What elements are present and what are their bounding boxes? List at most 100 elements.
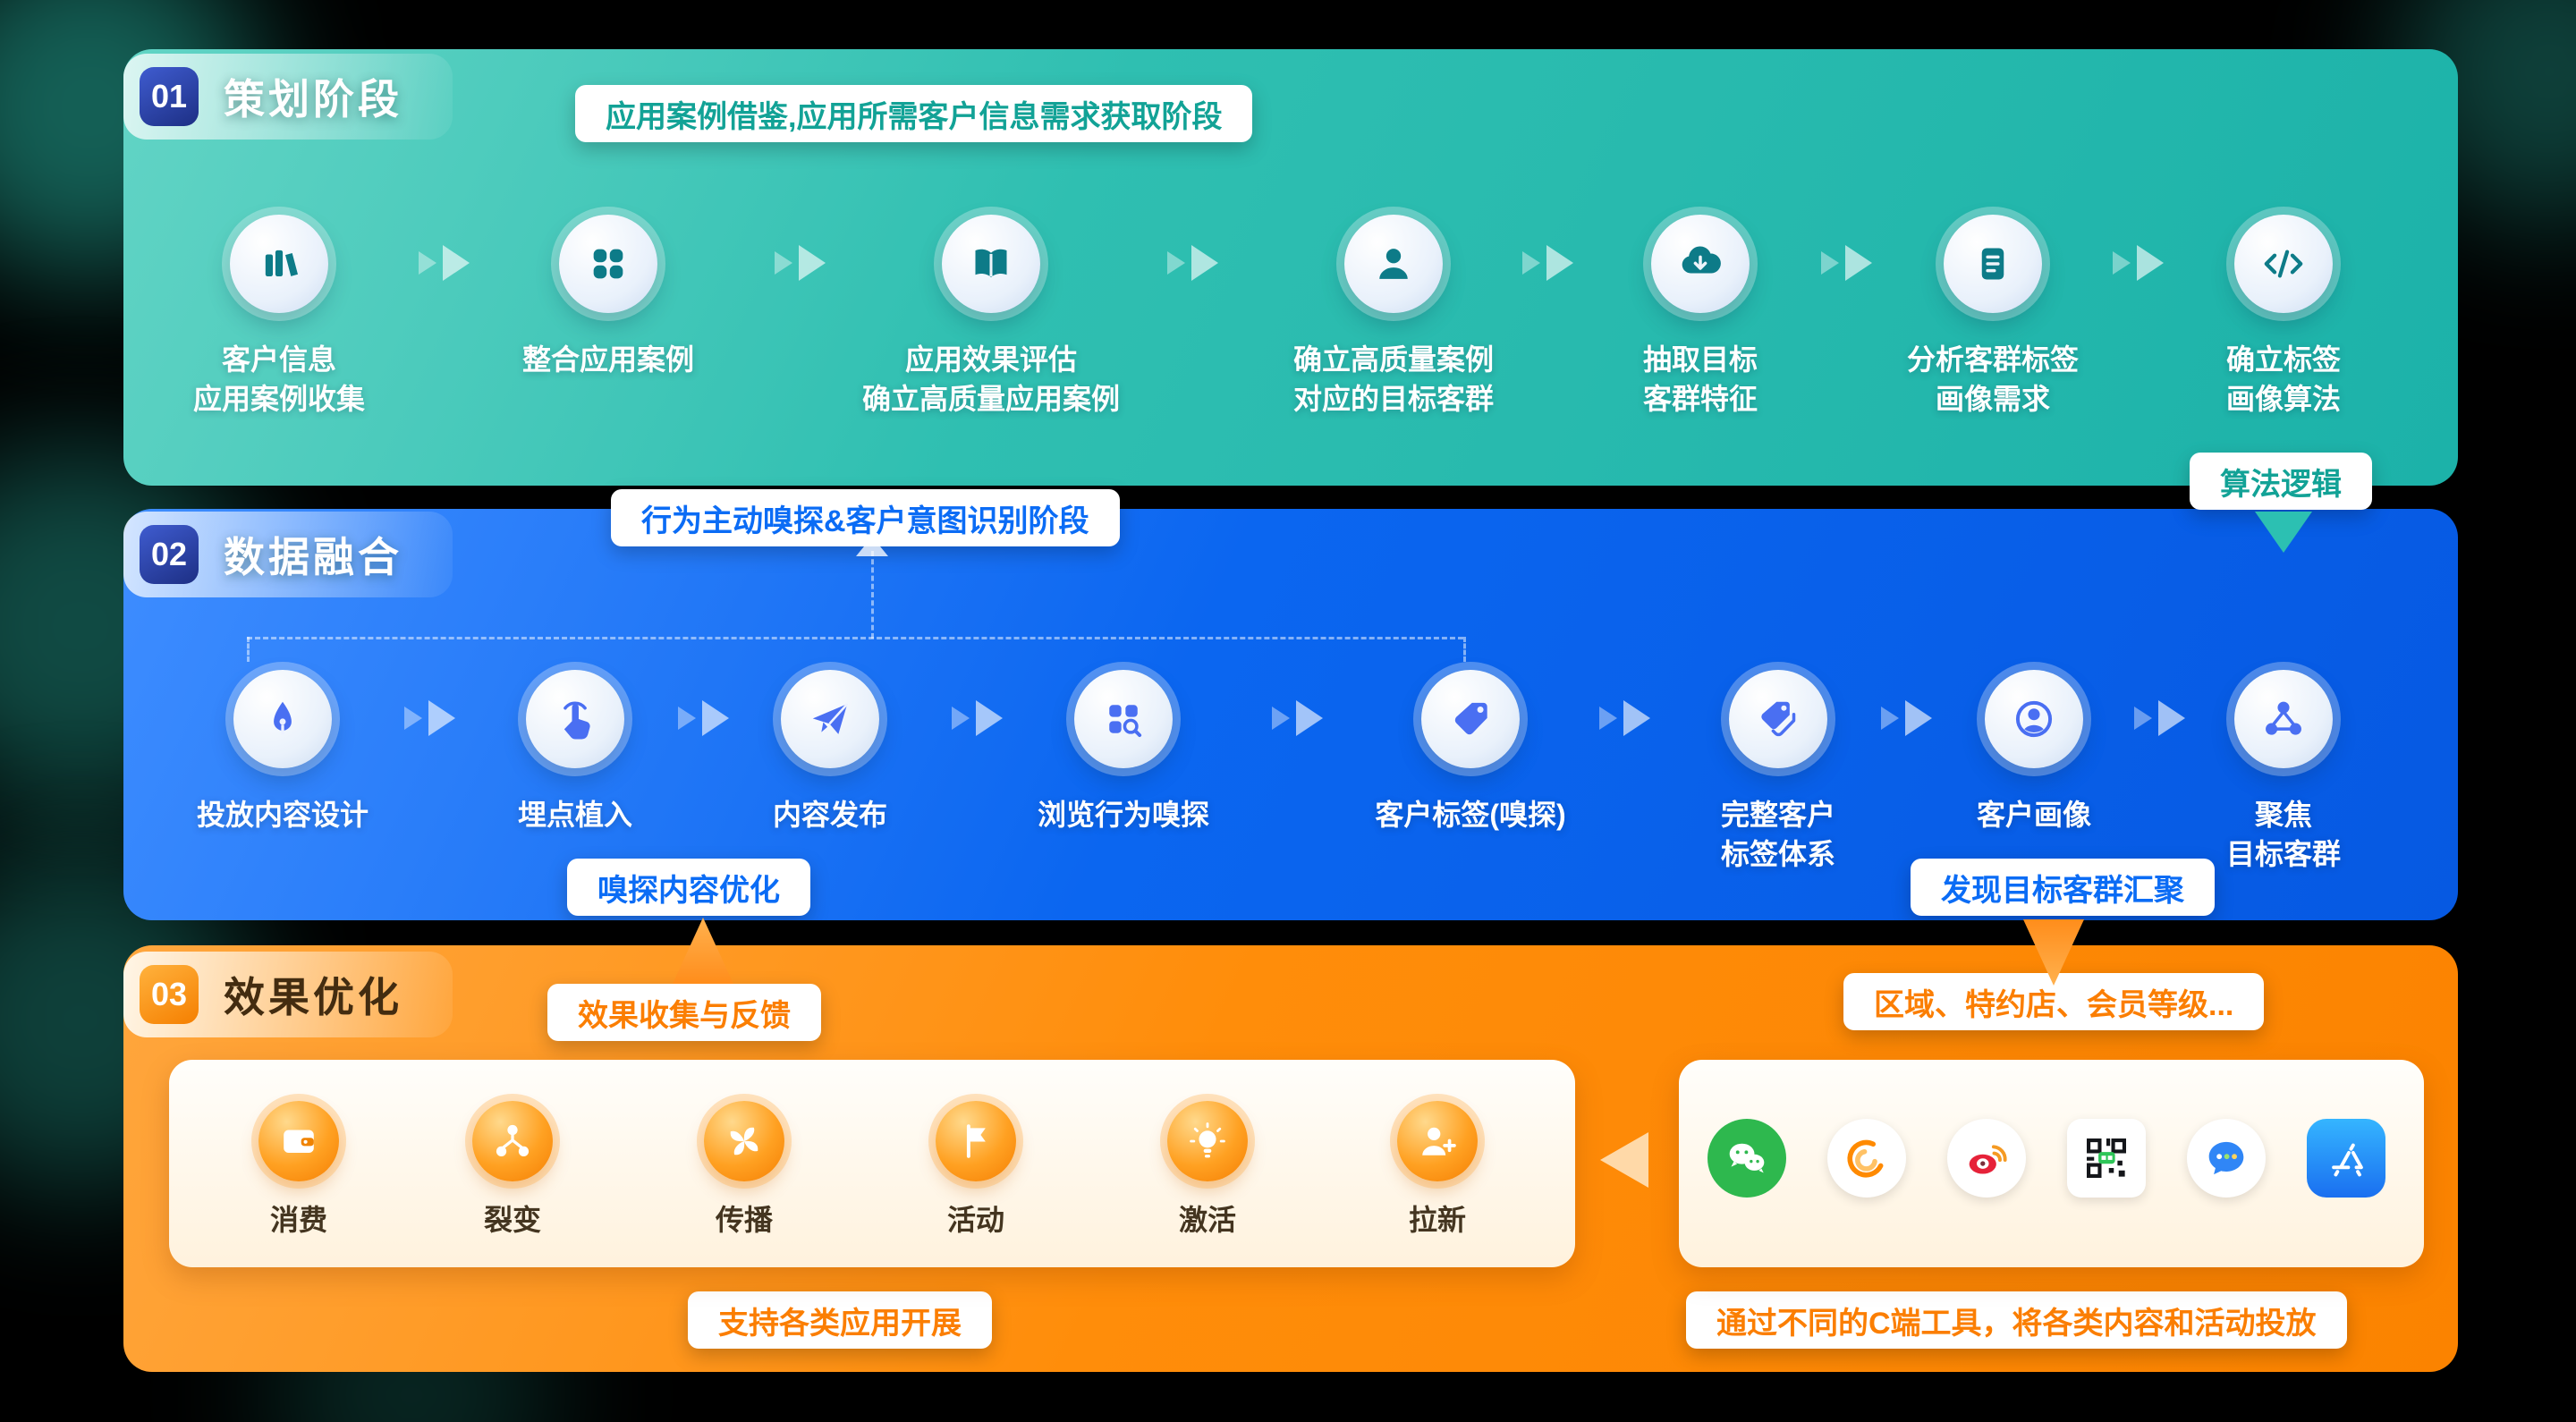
step-icon-circle — [2234, 215, 2333, 313]
cloud-download-icon — [1682, 246, 1721, 274]
step-label: 确立标签 画像算法 — [2225, 343, 2341, 416]
optimize-badge: 嗅探内容优化 — [567, 859, 810, 916]
step-label: 投放内容设计 — [196, 799, 369, 831]
app-icon-circle — [1167, 1101, 1248, 1181]
tag-icon — [1454, 702, 1487, 735]
wallet-icon — [284, 1130, 314, 1153]
dashed-connector-stub-right — [1463, 637, 1466, 662]
phase-2-banner: 行为主动嗅探&客户意图识别阶段 — [611, 489, 1120, 546]
app-label: 拉新 — [1408, 1204, 1466, 1236]
step-label: 聚焦 目标客群 — [2225, 799, 2341, 871]
step-icon-circle — [526, 670, 624, 768]
app-acquire: 拉新 — [1348, 1101, 1527, 1239]
flow-arrow-icon — [1522, 245, 1573, 281]
step-customer-info-collect: 客户信息 应用案例收集 — [118, 215, 440, 419]
apps-caption-badge: 支持各类应用开展 — [688, 1291, 992, 1349]
step-label: 内容发布 — [772, 799, 887, 831]
app-fission: 裂变 — [423, 1101, 602, 1239]
step-analyze-tag-needs: 分析客群标签 画像需求 — [1832, 215, 2154, 419]
step-icon-circle — [233, 670, 332, 768]
share-network-icon — [2266, 701, 2301, 735]
flag-icon — [966, 1124, 986, 1158]
chat-icon — [2187, 1119, 2266, 1198]
app-label: 裂变 — [483, 1204, 541, 1236]
step-label: 埋点植入 — [517, 799, 632, 831]
step-icon-circle — [1729, 670, 1827, 768]
weibo-icon — [1947, 1119, 2026, 1198]
step-label: 客户画像 — [1976, 799, 2091, 831]
step-behavior-sniff: 浏览行为嗅探 — [962, 670, 1284, 834]
grid-search-icon — [1109, 705, 1142, 738]
fan-icon — [730, 1127, 758, 1155]
step-icon-circle — [559, 215, 657, 313]
grid-icon — [593, 249, 623, 279]
paper-plane-icon — [812, 703, 849, 734]
step-label: 应用效果评估 确立高质量应用案例 — [861, 343, 1120, 416]
phase-3-title: 效果优化 — [224, 974, 402, 1020]
flow-arrow-icon — [1599, 700, 1650, 736]
flow-arrow-icon — [775, 245, 826, 281]
bulb-icon — [1190, 1122, 1225, 1158]
step-icon-circle — [1944, 215, 2042, 313]
step-icon-circle — [230, 215, 328, 313]
flow-arrow-icon — [1167, 245, 1218, 281]
step-content-publish: 内容发布 — [669, 670, 991, 834]
app-icon-circle — [1397, 1101, 1478, 1181]
open-book-icon — [975, 249, 1007, 277]
flow-arrow-icon — [1821, 245, 1872, 281]
feedback-badge: 效果收集与反馈 — [547, 984, 821, 1041]
step-customer-tag-sniff: 客户标签(嗅探) — [1309, 670, 1631, 834]
step-icon-circle — [1985, 670, 2083, 768]
app-label: 传播 — [715, 1204, 773, 1236]
step-focus-target-group: 聚焦 目标客群 — [2123, 670, 2445, 874]
phase-2-number: 02 — [140, 525, 199, 584]
app-icon-circle — [258, 1101, 339, 1181]
step-label: 浏览行为嗅探 — [1037, 799, 1209, 831]
user-add-icon — [1422, 1127, 1456, 1155]
dashed-connector-stub-left — [247, 637, 250, 662]
app-icon-circle — [472, 1101, 553, 1181]
flow-arrow-icon — [404, 700, 455, 736]
phase-1-number: 01 — [140, 67, 199, 126]
step-label: 完整客户 标签体系 — [1720, 799, 1835, 871]
step-extract-features: 抽取目标 客群特征 — [1539, 215, 1861, 419]
step-content-design: 投放内容设计 — [122, 670, 444, 834]
step-label: 分析客群标签 画像需求 — [1906, 343, 2079, 416]
app-consume: 消费 — [209, 1101, 388, 1239]
dashed-connector-vertical — [871, 551, 874, 639]
app-label: 活动 — [946, 1204, 1004, 1236]
app-label: 激活 — [1178, 1204, 1236, 1236]
channels-caption-badge: 通过不同的C端工具，将各类内容和活动投放 — [1686, 1291, 2347, 1349]
flow-arrow-icon — [952, 700, 1003, 736]
phase-1-header: 01 策划阶段 — [123, 54, 453, 140]
user-circle-icon — [2015, 700, 2053, 738]
person-icon — [1379, 249, 1408, 279]
step-tag-algorithm: 确立标签 画像算法 — [2123, 215, 2445, 419]
phase-1-band — [123, 49, 2458, 486]
phase-3-header: 03 效果优化 — [123, 952, 453, 1037]
flow-arrow-icon — [2113, 245, 2164, 281]
app-label: 消费 — [269, 1204, 327, 1236]
step-label: 整合应用案例 — [521, 343, 694, 376]
step-label: 确立高质量案例 对应的目标客群 — [1292, 343, 1494, 416]
algorithm-logic-badge: 算法逻辑 — [2190, 453, 2372, 510]
phase-2-header: 02 数据融合 — [123, 512, 453, 597]
phase-1-title: 策划阶段 — [224, 76, 402, 123]
app-icon-circle — [704, 1101, 784, 1181]
app-icon-circle — [936, 1101, 1016, 1181]
step-label: 客户标签(嗅探) — [1375, 799, 1566, 831]
step-icon-circle — [781, 670, 879, 768]
step-customer-portrait: 客户画像 — [1873, 670, 2195, 834]
step-tracking-implant: 埋点植入 — [414, 670, 736, 834]
step-effect-evaluate: 应用效果评估 确立高质量应用案例 — [830, 215, 1152, 419]
app-activate: 激活 — [1118, 1101, 1297, 1239]
live-qr-icon — [2067, 1119, 2146, 1198]
converge-badge: 发现目标客群汇聚 — [1911, 859, 2215, 916]
applications-card — [169, 1060, 1575, 1267]
books-icon — [265, 250, 298, 276]
wechat-video-icon — [1827, 1119, 1906, 1198]
app-activity: 活动 — [886, 1101, 1065, 1239]
step-complete-tag-system: 完整客户 标签体系 — [1617, 670, 1939, 874]
code-icon — [2264, 250, 2303, 278]
